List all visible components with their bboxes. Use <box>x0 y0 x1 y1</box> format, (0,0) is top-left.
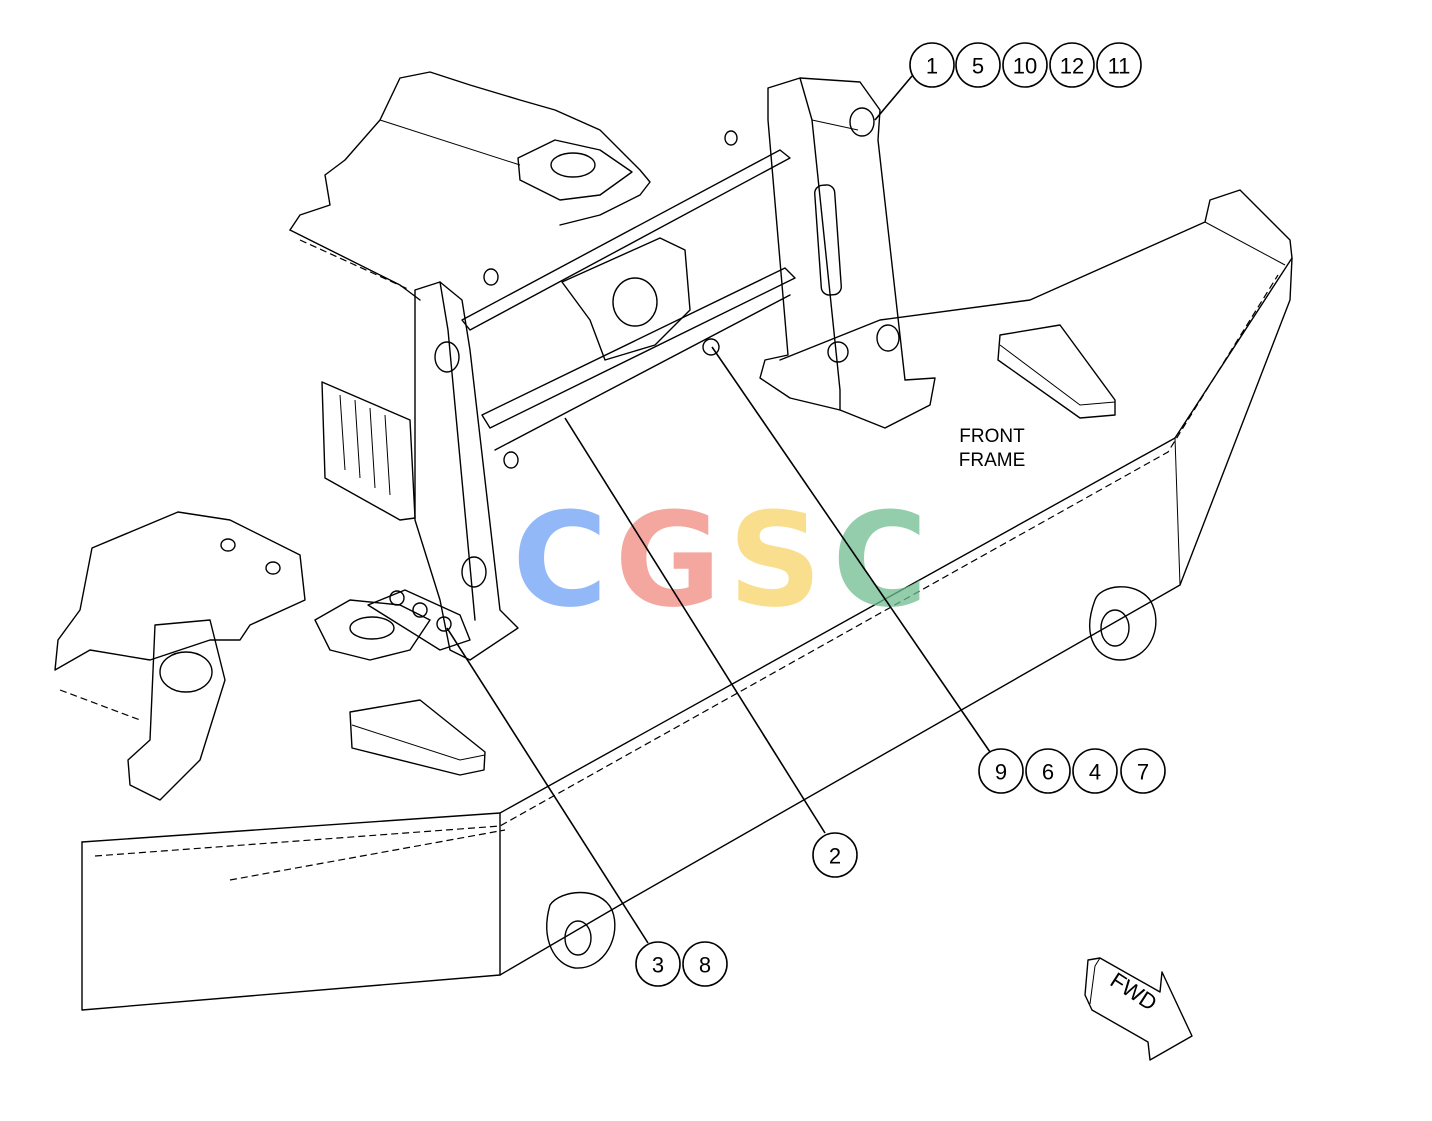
frame-label-line1: FRONT <box>959 426 1025 447</box>
front-frame-label: FRONT FRAME <box>959 426 1026 471</box>
fwd-arrow: FWD <box>1084 957 1193 1061</box>
callout-number: 3 <box>652 953 664 978</box>
callout-middle: 2 <box>812 832 858 878</box>
callout-group-right: 9 6 4 7 <box>978 748 1166 794</box>
watermark-letter: G <box>615 484 722 636</box>
callout-number: 2 <box>829 844 841 869</box>
front-frame-drawing <box>81 189 1293 1011</box>
watermark-letter: C <box>512 484 607 636</box>
callout-group-bottom: 3 8 <box>635 941 728 987</box>
fwd-label: FWD <box>1106 967 1162 1015</box>
rear-structure-drawing <box>54 71 651 801</box>
bracket-assembly-drawing <box>321 77 936 661</box>
leader-lines <box>446 75 991 944</box>
callout-number: 6 <box>1042 760 1054 785</box>
callout-number: 7 <box>1137 760 1149 785</box>
callout-number: 5 <box>972 54 984 79</box>
callout-number: 8 <box>699 953 711 978</box>
watermark-letter: C <box>832 484 927 636</box>
callout-number: 10 <box>1013 54 1037 79</box>
callout-group-top: 1 5 10 12 11 <box>909 42 1142 88</box>
callout-number: 9 <box>995 760 1007 785</box>
callout-number: 12 <box>1060 54 1084 79</box>
callout-number: 4 <box>1089 760 1101 785</box>
callout-number: 1 <box>926 54 938 79</box>
cgsc-watermark: C G S C <box>512 484 927 636</box>
frame-label-line2: FRAME <box>959 450 1026 471</box>
watermark-letter: S <box>728 484 822 636</box>
callout-number: 11 <box>1108 54 1131 79</box>
